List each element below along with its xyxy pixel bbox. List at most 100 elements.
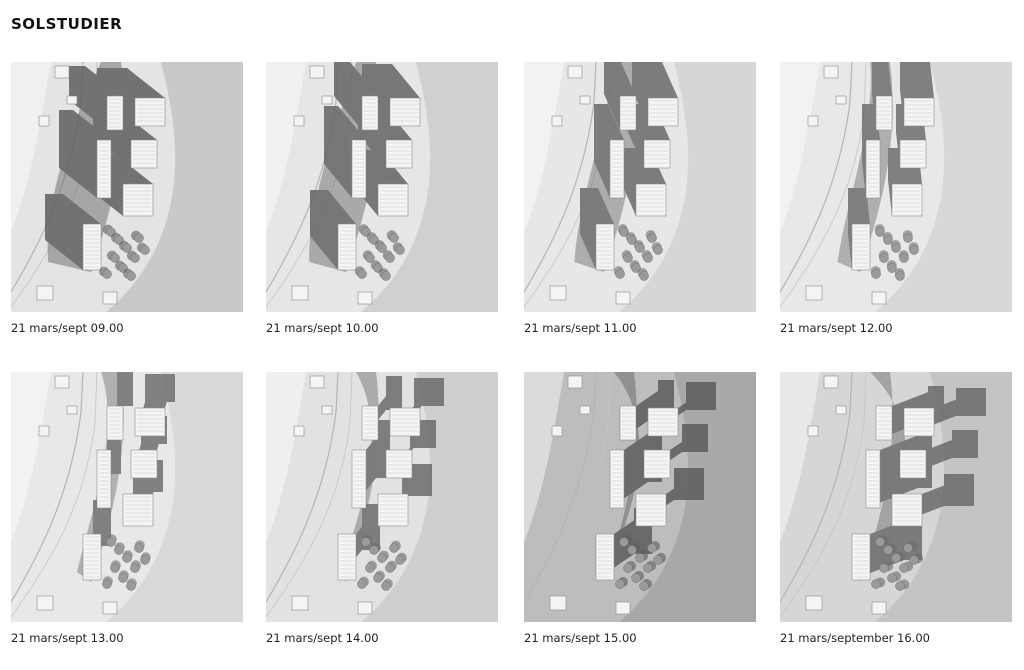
tree: [631, 263, 641, 273]
tree: [373, 573, 383, 583]
building: [54, 65, 70, 79]
water-area: [361, 62, 498, 312]
hillside-highlight: [780, 62, 820, 232]
tree: [130, 563, 140, 573]
sun-study-image: [11, 62, 243, 312]
tree: [122, 243, 132, 253]
sun-study-caption: 21 mars/sept 11.00: [524, 321, 637, 335]
tree: [381, 271, 391, 281]
tree: [627, 235, 637, 245]
building: [835, 405, 847, 415]
hillside-highlight: [266, 62, 306, 232]
building: [647, 97, 679, 127]
tree: [903, 233, 913, 243]
building: [291, 595, 309, 611]
tree: [887, 573, 897, 583]
tree: [653, 245, 663, 255]
building: [619, 405, 637, 441]
tree: [631, 573, 641, 583]
building: [321, 405, 333, 415]
building: [66, 405, 78, 415]
building-shadow: [848, 188, 866, 234]
sun-study-image: [780, 62, 1012, 312]
building: [66, 95, 78, 105]
hillside-highlight: [11, 372, 51, 542]
road: [11, 372, 84, 603]
building: [871, 601, 887, 615]
shadow-layer: [45, 62, 165, 272]
building: [891, 183, 923, 217]
road: [780, 372, 853, 603]
building: [903, 97, 935, 127]
building: [293, 425, 305, 437]
building: [835, 95, 847, 105]
building-shadow: [386, 376, 402, 410]
tree: [140, 245, 150, 255]
building: [96, 139, 112, 199]
tree: [619, 537, 629, 547]
shadow-layer: [574, 62, 678, 272]
building: [36, 285, 54, 301]
building: [823, 65, 839, 79]
tree: [130, 253, 140, 263]
building: [899, 449, 927, 479]
building: [361, 95, 379, 131]
tree: [895, 271, 905, 281]
road: [780, 372, 867, 618]
tree: [875, 227, 885, 237]
building-shadow: [45, 194, 63, 240]
building-shadow: [97, 68, 127, 96]
tree: [385, 563, 395, 573]
building: [361, 405, 379, 441]
terrain-shadow: [860, 372, 907, 582]
building-shadow: [324, 106, 338, 164]
building-shadow: [145, 374, 175, 402]
building-shadow: [872, 62, 888, 94]
tree: [365, 253, 375, 263]
building: [615, 601, 631, 615]
tree: [134, 543, 144, 553]
sun-study-image: [524, 62, 756, 312]
water-area: [619, 62, 756, 312]
building: [567, 65, 583, 79]
sun-study-caption: 21 mars/sept 10.00: [266, 321, 379, 335]
tree: [134, 233, 144, 243]
tree: [126, 581, 136, 591]
sun-study-image: [524, 372, 756, 622]
building: [643, 449, 671, 479]
tree: [357, 269, 367, 279]
building: [309, 65, 325, 79]
building: [899, 139, 927, 169]
tree: [389, 233, 399, 243]
sun-study-tile: 21 mars/sept 09.00: [11, 62, 243, 335]
building-shadow: [310, 190, 328, 236]
tree: [623, 253, 633, 263]
sun-study-tile: 21 mars/sept 10.00: [266, 62, 498, 335]
building: [805, 285, 823, 301]
tree: [110, 563, 120, 573]
road: [266, 372, 353, 618]
tree: [887, 263, 897, 273]
road: [780, 62, 867, 308]
building: [102, 291, 118, 305]
building: [865, 449, 881, 509]
tree: [395, 245, 405, 255]
building: [385, 139, 413, 169]
sun-study-image: [780, 372, 1012, 622]
hillside-highlight: [780, 372, 820, 542]
building: [805, 595, 823, 611]
water-area: [106, 62, 243, 312]
building-shadow: [944, 474, 974, 506]
tree: [381, 581, 391, 591]
road: [11, 372, 98, 618]
building: [871, 291, 887, 305]
building-shadow: [69, 66, 85, 100]
building-shadow: [682, 424, 708, 452]
building: [875, 95, 893, 131]
building: [865, 139, 881, 199]
building-shadow: [580, 188, 598, 234]
building: [106, 95, 124, 131]
tree: [903, 543, 913, 553]
building: [619, 95, 637, 131]
